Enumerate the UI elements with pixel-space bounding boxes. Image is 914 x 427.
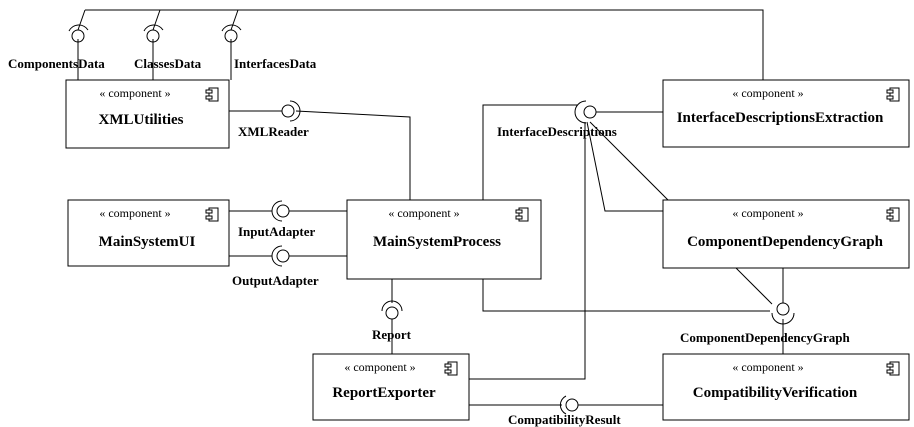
- xml-reader-socket: [289, 100, 301, 122]
- interfaces-data-label: InterfacesData: [234, 56, 317, 71]
- component-compatibility-verification: « component » CompatibilityVerification: [662, 353, 910, 421]
- output-adapter-socket: [271, 245, 283, 267]
- compatibility-result-socket: [559, 395, 567, 415]
- component-icon: [515, 207, 529, 222]
- classes-data-label: ClassesData: [134, 56, 202, 71]
- stereotype-label: « component »: [388, 206, 459, 220]
- stereotype-label: « component »: [344, 360, 415, 374]
- compatibility-result-label: CompatibilityResult: [508, 412, 621, 427]
- components-data-link: [77, 9, 86, 31]
- stereotype-label: « component »: [732, 360, 803, 374]
- classes-data-ball: [146, 29, 160, 43]
- interface-descriptions-socket: [574, 100, 587, 124]
- component-name: InterfaceDescriptionsExtraction: [677, 110, 884, 126]
- input-adapter-ball: [276, 204, 290, 218]
- input-adapter-label: InputAdapter: [238, 224, 316, 239]
- compatibility-result-ball: [565, 398, 579, 412]
- components-data-ball: [71, 29, 85, 43]
- component-icon: [205, 87, 219, 102]
- interfaces-data-ball: [224, 29, 238, 43]
- component-icon: [444, 361, 458, 376]
- report-socket: [381, 300, 403, 312]
- component-name: ComponentDependencyGraph: [687, 234, 884, 250]
- stereotype-label: « component »: [732, 206, 803, 220]
- stereotype-label: « component »: [732, 86, 803, 100]
- interface-descriptions-label: InterfaceDescriptions: [497, 124, 617, 139]
- connector-lines: [77, 9, 784, 406]
- interface-descriptions-ball: [583, 105, 597, 119]
- input-adapter-socket: [271, 200, 283, 222]
- component-report-exporter: « component » ReportExporter: [312, 353, 470, 421]
- component-name: ReportExporter: [332, 385, 436, 401]
- interface-labels: ComponentsData ClassesData InterfacesDat…: [8, 56, 851, 427]
- dependency-graph-ball: [776, 302, 790, 316]
- components-data-socket: [68, 24, 89, 32]
- process-to-interface-descriptions: [482, 104, 578, 200]
- xml-reader-label: XMLReader: [238, 124, 309, 139]
- classes-data-socket: [143, 24, 164, 32]
- output-adapter-label: OutputAdapter: [232, 273, 319, 288]
- dependency-graph-to-interface-descriptions: [586, 121, 665, 212]
- output-adapter-ball: [276, 249, 290, 263]
- report-label: Report: [372, 327, 412, 342]
- component-name: XMLUtilities: [99, 112, 184, 128]
- classes-data-link: [152, 9, 161, 31]
- component-name: CompatibilityVerification: [693, 385, 858, 401]
- interfaces-data-socket: [221, 24, 242, 32]
- dependency-graph-interface-label: ComponentDependencyGraph: [680, 330, 851, 345]
- component-main-system-process: « component » MainSystemProcess: [346, 199, 542, 280]
- interface-symbols: [68, 24, 795, 415]
- component-icon: [205, 207, 219, 222]
- components-data-label: ComponentsData: [8, 56, 105, 71]
- component-icon: [886, 87, 900, 102]
- component-icon: [886, 207, 900, 222]
- top-bus-line: [85, 9, 764, 80]
- dependency-graph-socket: [771, 312, 795, 325]
- component-name: MainSystemUI: [99, 234, 196, 250]
- component-component-dependency-graph: « component » ComponentDependencyGraph: [662, 199, 910, 269]
- component-name: MainSystemProcess: [373, 234, 501, 250]
- component-xml-utilities: « component » XMLUtilities: [65, 79, 230, 149]
- interfaces-data-link: [230, 9, 239, 31]
- component-interface-descriptions-extraction: « component » InterfaceDescriptionsExtra…: [662, 79, 910, 148]
- stereotype-label: « component »: [99, 206, 170, 220]
- exporter-to-interface-descriptions: [469, 122, 586, 380]
- component-main-system-ui: « component » MainSystemUI: [67, 199, 230, 267]
- report-ball: [385, 306, 399, 320]
- xml-reader-ball: [281, 104, 295, 118]
- component-icon: [886, 361, 900, 376]
- process-to-dependency-graph-interface: [482, 279, 770, 312]
- xml-reader-socket-line: [295, 110, 411, 200]
- stereotype-label: « component »: [99, 86, 170, 100]
